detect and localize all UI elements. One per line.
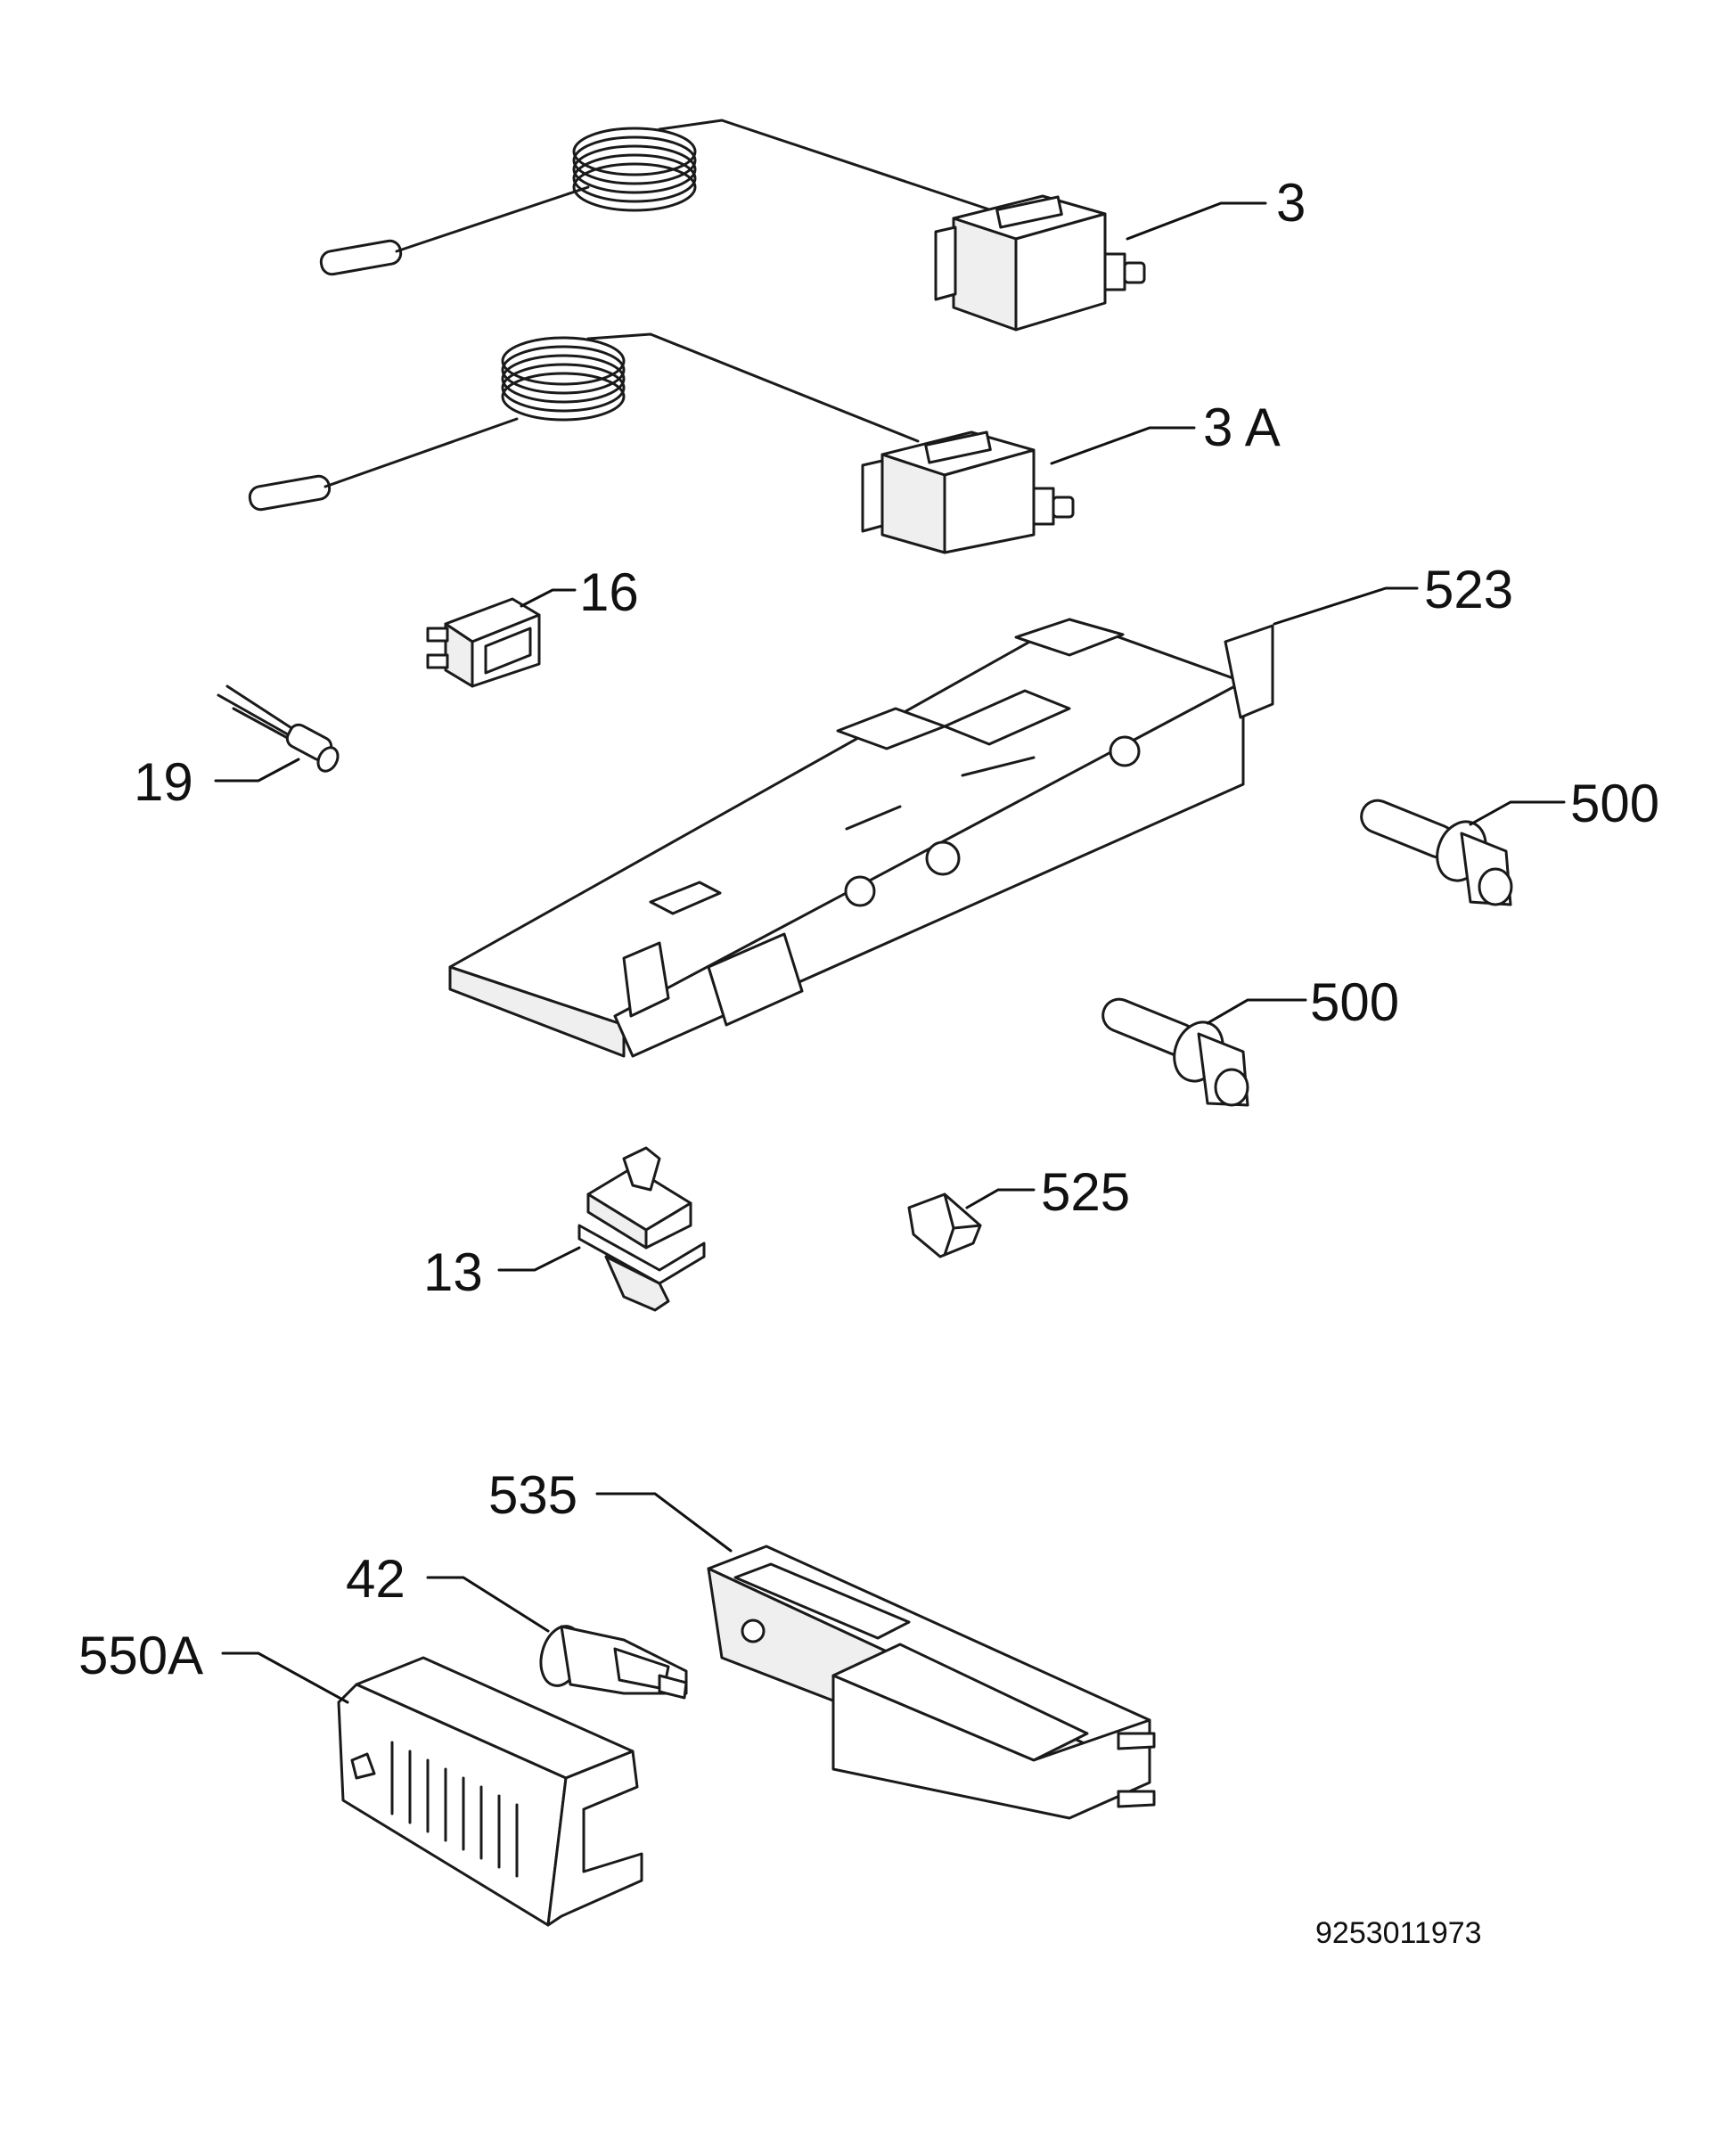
capillary-coil-3a (501, 336, 626, 422)
label-550a: 550A (78, 1626, 203, 1685)
part-550a-diffuser[interactable] (337, 1656, 643, 1927)
label-3a: 3 A (1203, 397, 1281, 457)
label-535: 535 (488, 1465, 577, 1525)
part-16-rocker-switch[interactable] (426, 597, 541, 688)
leader-3a (1050, 426, 1196, 465)
label-16: 16 (579, 562, 639, 622)
part-523-control-housing[interactable] (448, 618, 1274, 1058)
label-13: 13 (423, 1242, 483, 1302)
part-500-lower[interactable] (1098, 995, 1249, 1107)
part-3-thermostat[interactable] (319, 119, 1146, 332)
leader-13 (497, 1246, 581, 1272)
part-19-sensor[interactable] (217, 684, 341, 774)
leader-525 (965, 1188, 1036, 1209)
part-525-clip[interactable] (907, 1192, 982, 1258)
label-42: 42 (346, 1549, 405, 1609)
label-525: 525 (1041, 1162, 1130, 1222)
label-19: 19 (134, 752, 193, 812)
part-535-lamp-cover[interactable] (707, 1545, 1156, 1820)
part-13-door-switch[interactable] (577, 1146, 706, 1312)
label-3: 3 (1276, 173, 1306, 233)
leader-3 (1126, 201, 1267, 241)
label-523: 523 (1424, 560, 1513, 619)
drawing-code: 9253011973 (1315, 1916, 1482, 1950)
part-500-upper[interactable] (1356, 796, 1513, 906)
capillary-coil (572, 127, 697, 212)
leader-16 (520, 588, 577, 608)
leader-500-lower (1206, 998, 1307, 1025)
part-3a-thermostat[interactable] (248, 332, 1075, 554)
leader-535 (595, 1492, 733, 1553)
label-500-upper: 500 (1570, 774, 1659, 833)
leader-550a (221, 1651, 349, 1704)
part-42-lamp-socket[interactable] (535, 1621, 688, 1700)
leader-42 (426, 1576, 550, 1633)
leader-500-upper (1469, 800, 1566, 826)
label-500-lower: 500 (1310, 972, 1399, 1032)
leader-523 (1273, 586, 1419, 626)
leader-19 (214, 758, 300, 783)
